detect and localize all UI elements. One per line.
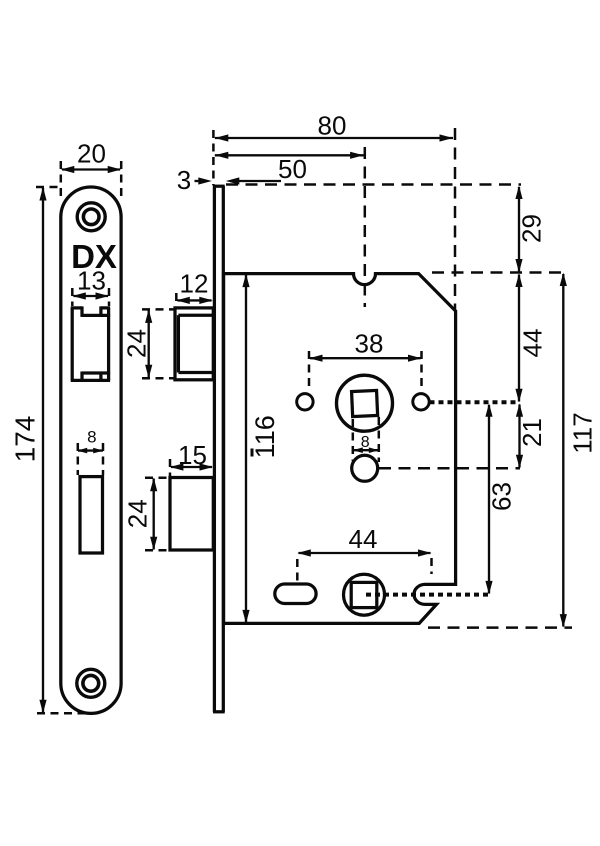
svg-text:29: 29 — [517, 214, 547, 243]
svg-text:24: 24 — [122, 329, 152, 358]
svg-text:12: 12 — [180, 269, 209, 299]
svg-text:117: 117 — [568, 412, 598, 453]
svg-text:8: 8 — [87, 428, 96, 447]
svg-text:63: 63 — [487, 482, 517, 511]
svg-text:50: 50 — [278, 154, 307, 184]
svg-text:24: 24 — [123, 499, 153, 528]
svg-text:174: 174 — [10, 416, 41, 463]
svg-text:38: 38 — [355, 329, 384, 359]
svg-text:80: 80 — [318, 111, 347, 141]
svg-text:15: 15 — [178, 440, 207, 470]
svg-text:21: 21 — [517, 418, 547, 447]
svg-text:13: 13 — [77, 266, 106, 296]
svg-text:8: 8 — [361, 434, 370, 451]
svg-text:116: 116 — [250, 415, 280, 458]
svg-text:20: 20 — [77, 139, 106, 169]
svg-text:3: 3 — [177, 165, 191, 195]
svg-text:DX: DX — [71, 238, 117, 275]
svg-text:44: 44 — [349, 524, 378, 554]
svg-text:44: 44 — [518, 329, 548, 358]
